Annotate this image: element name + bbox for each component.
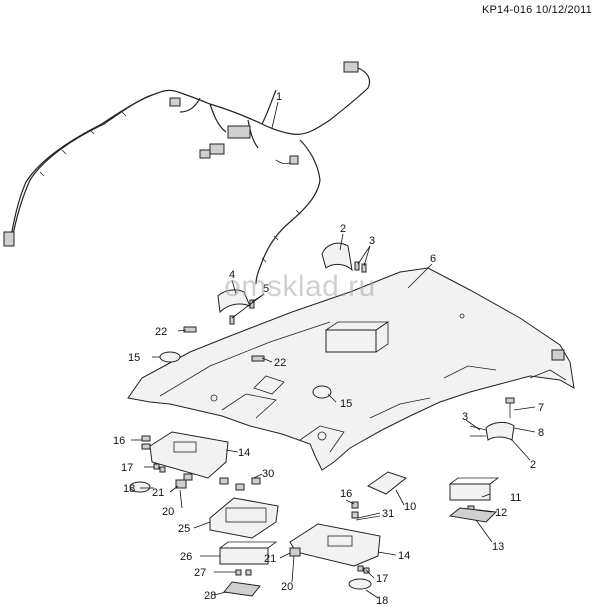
callout-18-left: 18 [123, 483, 135, 495]
callout-18-right: 18 [376, 595, 388, 607]
retainer-clip-7 [505, 397, 515, 418]
callout-31: 31 [382, 508, 394, 520]
watermark: omsklad.ru [224, 270, 376, 303]
callout-7: 7 [538, 402, 544, 414]
callout-15-left: 15 [128, 352, 140, 364]
callout-26: 26 [180, 551, 192, 563]
assist-handle-upper [321, 242, 367, 273]
interior-lamp-10 [366, 471, 408, 495]
callout-3-right: 3 [462, 411, 468, 423]
clip-15-center [312, 385, 332, 399]
callout-leaders [131, 101, 536, 599]
callout-16-right: 16 [340, 488, 352, 500]
callout-1: 1 [276, 91, 282, 103]
console-clips-30 [219, 477, 261, 491]
callout-17-right: 17 [376, 573, 388, 585]
callout-25: 25 [178, 523, 190, 535]
sun-visor-right [289, 523, 381, 567]
overhead-console-25 [209, 497, 279, 539]
callout-28: 28 [204, 590, 216, 602]
callout-11: 11 [510, 492, 521, 504]
screw-22-upper [183, 326, 197, 333]
callout-20-right: 20 [281, 581, 293, 593]
lamp-lens-28 [223, 581, 261, 597]
callout-21-right: 21 [264, 553, 276, 565]
callout-5: 5 [263, 283, 269, 295]
clip-15-left [159, 351, 181, 363]
assist-handle-right [469, 421, 515, 441]
callout-2-upper: 2 [340, 223, 346, 235]
roof-headliner [127, 267, 575, 471]
callout-14-right: 14 [398, 550, 410, 562]
callout-20-left: 20 [162, 506, 174, 518]
callout-30: 30 [262, 468, 274, 480]
callout-8: 8 [538, 427, 544, 439]
callout-13: 13 [492, 541, 504, 553]
callout-3-upper: 3 [369, 235, 375, 247]
callout-17-left: 17 [121, 462, 133, 474]
callout-21-left: 21 [152, 487, 164, 499]
callout-12: 12 [495, 507, 507, 519]
callout-10: 10 [404, 501, 416, 513]
callout-27: 27 [194, 567, 206, 579]
assist-handle-left [217, 289, 255, 325]
callout-2-right: 2 [530, 459, 536, 471]
drawing-reference: KP14-016 10/12/2011 [481, 4, 592, 16]
callout-numbers: 1 2 3 4 5 6 22 15 22 15 7 3 8 2 16 14 17… [113, 91, 544, 607]
callout-16-left: 16 [113, 435, 125, 447]
callout-22-upper: 22 [155, 326, 167, 338]
callout-6: 6 [430, 253, 436, 265]
roof-wiring-harness [3, 61, 371, 285]
callout-15-center: 15 [340, 398, 352, 410]
callout-22-lower: 22 [274, 357, 286, 369]
callout-4: 4 [229, 269, 235, 281]
map-lamp-11 [449, 477, 500, 501]
sun-visor-left [149, 431, 229, 479]
visor-hinge-parts [129, 435, 381, 590]
callout-14-left: 14 [238, 447, 250, 459]
lamp-lens-13 [448, 507, 498, 523]
screws-27 [235, 569, 252, 576]
